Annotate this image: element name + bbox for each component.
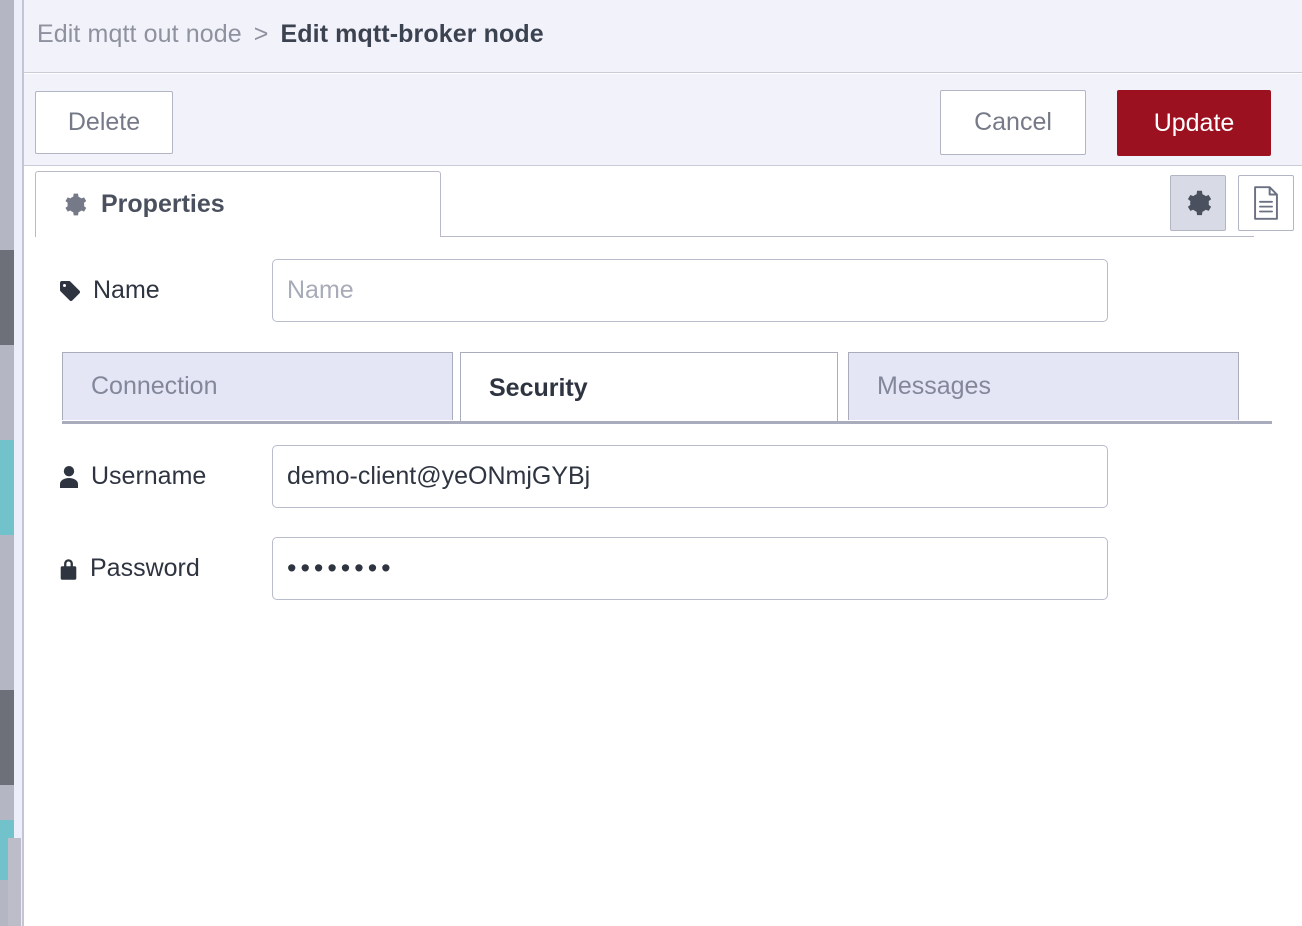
tab-security-label: Security: [489, 373, 588, 402]
editor-scrollbar-thumb[interactable]: [8, 838, 21, 926]
tab-properties-label: Properties: [101, 190, 225, 218]
tabstrip-underline: [441, 236, 1254, 237]
dialog-action-bar: Delete Cancel Update: [24, 74, 1302, 166]
gear-icon: [62, 192, 87, 217]
backdrop-node: [0, 690, 14, 785]
document-icon: [1251, 186, 1281, 220]
password-label-text: Password: [90, 554, 200, 582]
tab-messages-label: Messages: [877, 372, 991, 400]
name-label-text: Name: [93, 276, 160, 304]
backdrop-node: [0, 250, 14, 345]
lock-icon: [58, 557, 79, 581]
tab-messages[interactable]: Messages: [848, 352, 1239, 420]
form-row-username: Username: [58, 445, 1108, 508]
tab-security[interactable]: Security: [460, 352, 838, 423]
username-input[interactable]: [272, 445, 1108, 508]
username-label-text: Username: [91, 462, 207, 490]
tab-connection[interactable]: Connection: [62, 352, 453, 420]
backdrop-gutter: [14, 0, 22, 926]
dialog-form-body: Name Connection Security Messages: [24, 239, 1302, 926]
description-document-button[interactable]: [1238, 175, 1294, 231]
password-input[interactable]: [272, 537, 1108, 600]
breadcrumb: Edit mqtt out node > Edit mqtt-broker no…: [37, 20, 544, 49]
security-tabs: Connection Security Messages: [62, 352, 1272, 424]
username-label: Username: [58, 462, 272, 491]
tag-icon: [58, 279, 82, 303]
form-row-password: Password: [58, 537, 1108, 600]
editor-backdrop-strip: [0, 0, 22, 926]
settings-gear-button[interactable]: [1170, 175, 1226, 231]
update-button[interactable]: Update: [1117, 90, 1271, 156]
breadcrumb-parent[interactable]: Edit mqtt out node: [37, 20, 242, 48]
delete-button[interactable]: Delete: [35, 91, 173, 154]
backdrop-node: [0, 440, 14, 535]
cancel-button[interactable]: Cancel: [940, 90, 1086, 155]
name-label: Name: [58, 276, 272, 305]
user-icon: [58, 465, 80, 489]
breadcrumb-current: Edit mqtt-broker node: [280, 20, 544, 48]
breadcrumb-separator: >: [253, 20, 269, 48]
tab-properties[interactable]: Properties: [35, 171, 441, 237]
dialog-tabstrip: Properties: [24, 167, 1302, 239]
edit-node-dialog: Edit mqtt out node > Edit mqtt-broker no…: [22, 0, 1302, 926]
gear-icon: [1184, 189, 1212, 217]
form-row-name: Name: [58, 259, 1108, 322]
dialog-header: Edit mqtt out node > Edit mqtt-broker no…: [24, 0, 1302, 73]
name-input[interactable]: [272, 259, 1108, 322]
tabs-underline: [62, 421, 1272, 424]
tab-connection-label: Connection: [91, 372, 218, 400]
password-label: Password: [58, 554, 272, 583]
